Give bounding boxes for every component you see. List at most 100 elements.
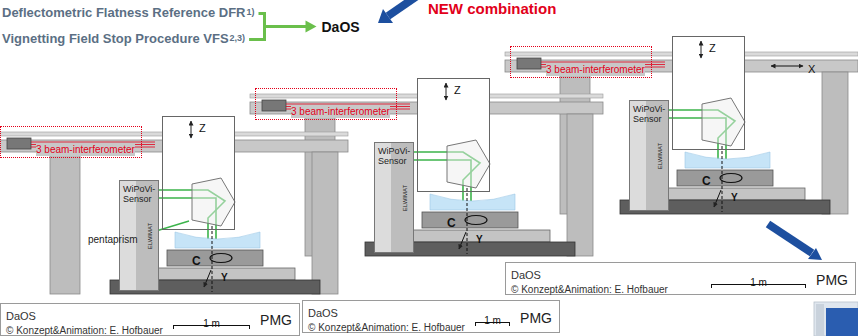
text-slot: DaOS bbox=[6, 306, 36, 324]
scale-label: 1 m bbox=[203, 318, 220, 330]
sensor-box: WiPoVi-SensorELWIMAT bbox=[374, 142, 414, 253]
text-slot: DaOS bbox=[308, 303, 338, 321]
label-slot: X bbox=[808, 59, 815, 77]
z-carriage-box: Z bbox=[417, 78, 490, 192]
sensor-box: WiPoVi-SensorELWIMAT bbox=[629, 100, 669, 211]
scale-label: 1 m bbox=[484, 315, 501, 327]
instrument-name: 3 beam-interferometer bbox=[546, 64, 645, 76]
combination-bracket bbox=[249, 13, 316, 39]
axis-label: C bbox=[192, 255, 201, 269]
z-carriage-box: Z bbox=[162, 116, 235, 230]
axis-label: Y bbox=[476, 234, 483, 246]
text-slot: 1 m bbox=[203, 313, 220, 331]
label-slot: C bbox=[192, 251, 201, 269]
axis-label: Z bbox=[709, 42, 716, 55]
machine-name: PMG bbox=[260, 312, 292, 328]
instrument-name: 3 beam-interferometer bbox=[36, 144, 135, 156]
label-slot: pentaprism bbox=[88, 229, 137, 247]
footnote-ref: 2,3) bbox=[230, 33, 246, 43]
caption-plate: DaOS © Konzept&Animation: E. Hofbauer 1 m P… bbox=[302, 300, 560, 333]
machine-name: PMG bbox=[520, 310, 552, 326]
label-slot: DaOS bbox=[322, 18, 360, 36]
text-slot: ELWIMAT bbox=[648, 142, 666, 168]
sensor-name: WiPoVi-Sensor bbox=[123, 184, 158, 205]
axis-label: Z bbox=[454, 84, 461, 97]
sensor-brand: ELWIMAT bbox=[147, 222, 154, 248]
label-slot: NEW combination bbox=[428, 0, 556, 18]
label-slot: 1) bbox=[246, 1, 254, 19]
machine-view bbox=[250, 78, 603, 256]
text-slot: WiPoVi-Sensor bbox=[378, 146, 413, 168]
blue-arrow bbox=[378, 0, 420, 23]
text-slot: 1 m bbox=[750, 272, 767, 290]
text-slot: Z bbox=[709, 38, 716, 56]
axis-label: Y bbox=[731, 192, 738, 204]
part-label: pentaprism bbox=[88, 234, 137, 246]
bracket-arrow bbox=[265, 25, 308, 28]
text-slot: ELWIMAT bbox=[393, 184, 411, 210]
caption-plate: DaOS © Konzept&Animation: E. Hofbauer 1 m P… bbox=[0, 303, 300, 336]
caption-plate: DaOS © Konzept&Animation: E. Hofbauer 1 m P… bbox=[505, 262, 856, 295]
text-slot: DaOS bbox=[511, 265, 541, 283]
highlight-note: NEW combination bbox=[428, 0, 556, 17]
machine-view bbox=[0, 116, 348, 294]
axis-label: Y bbox=[221, 272, 228, 284]
plate-title: DaOS bbox=[511, 269, 541, 282]
system-name: DaOS bbox=[322, 19, 360, 35]
interferometer-box: 3 beam-interferometer bbox=[255, 88, 397, 120]
copyright-note: © Konzept&Animation: E. Hofbauer bbox=[6, 325, 163, 336]
arrow-head bbox=[306, 20, 317, 32]
text-slot: PMG bbox=[816, 271, 848, 289]
label-slot: Vignetting Field Stop Procedure VFS bbox=[2, 29, 229, 47]
plate-title: DaOS bbox=[6, 310, 36, 323]
plate-title: DaOS bbox=[308, 307, 338, 320]
label-slot: Y bbox=[476, 229, 483, 247]
text-slot: PMG bbox=[260, 311, 292, 329]
text-slot: Z bbox=[454, 80, 461, 98]
interferometer-box: 3 beam-interferometer bbox=[0, 126, 142, 158]
text-slot: © Konzept&Animation: E. Hofbauer bbox=[308, 317, 465, 335]
axis-label: C bbox=[447, 217, 456, 231]
x-arrow bbox=[771, 66, 803, 67]
bracket-line bbox=[249, 13, 264, 39]
machine-name: PMG bbox=[816, 272, 848, 288]
sensor-name: WiPoVi-Sensor bbox=[633, 104, 668, 125]
sensor-brand: ELWIMAT bbox=[402, 184, 409, 210]
text-slot: PMG bbox=[520, 309, 552, 327]
instrument-name: 3 beam-interferometer bbox=[291, 106, 390, 118]
text-slot: © Konzept&Animation: E. Hofbauer bbox=[511, 279, 668, 297]
copyright-note: © Konzept&Animation: E. Hofbauer bbox=[511, 284, 668, 296]
copyright-note: © Konzept&Animation: E. Hofbauer bbox=[308, 322, 465, 334]
text-slot: Z bbox=[199, 118, 206, 136]
sensor-name: WiPoVi-Sensor bbox=[378, 146, 413, 167]
text-slot: © Konzept&Animation: E. Hofbauer bbox=[6, 320, 163, 336]
text-slot: 3 beam-interferometer bbox=[546, 59, 645, 77]
text-slot: 3 beam-interferometer bbox=[36, 139, 135, 157]
label-slot: C bbox=[447, 213, 456, 231]
machine-view bbox=[505, 36, 858, 214]
text-slot: ELWIMAT bbox=[138, 222, 156, 248]
label-slot: Y bbox=[221, 267, 228, 285]
axis-label: C bbox=[702, 175, 711, 189]
scale-label: 1 m bbox=[750, 277, 767, 289]
method-name: Deflectometric Flatness Reference DFR bbox=[2, 6, 245, 21]
axis-label: X bbox=[808, 63, 815, 76]
device-photo bbox=[814, 302, 858, 336]
text-slot: WiPoVi-Sensor bbox=[633, 104, 668, 126]
z-carriage-box: Z bbox=[672, 36, 745, 150]
method-name: Vignetting Field Stop Procedure VFS bbox=[2, 32, 229, 47]
label-slot: Deflectometric Flatness Reference DFR bbox=[2, 3, 245, 21]
label-slot: 2,3) bbox=[230, 27, 246, 45]
interferometer-box: 3 beam-interferometer bbox=[510, 46, 652, 78]
text-slot: 3 beam-interferometer bbox=[291, 101, 390, 119]
text-slot: WiPoVi-Sensor bbox=[123, 184, 158, 206]
label-slot: C bbox=[702, 171, 711, 189]
axis-label: Z bbox=[199, 122, 206, 135]
text-slot: 1 m bbox=[484, 310, 501, 328]
sensor-brand: ELWIMAT bbox=[657, 142, 664, 168]
footnote-ref: 1) bbox=[246, 7, 254, 17]
label-slot: Y bbox=[731, 187, 738, 205]
